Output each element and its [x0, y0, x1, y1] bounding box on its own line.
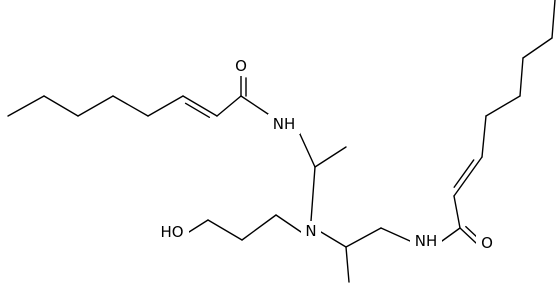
atom-nh-top-label: NH [273, 115, 296, 133]
atom-ho-left-label: HO [160, 223, 183, 241]
bond-25 [485, 95, 521, 117]
atom-labels: O NH N HO NH O [155, 56, 498, 253]
bond-22 [453, 195, 461, 229]
bond-3 [112, 95, 149, 117]
bond-13 [345, 246, 350, 283]
bond-double-0 [184, 102, 211, 119]
bond-14 [345, 227, 382, 248]
bond-15 [380, 227, 411, 242]
bond-5 [182, 95, 218, 117]
bond-0 [7, 95, 45, 117]
bond-12 [320, 231, 347, 248]
bond-23 [453, 156, 483, 197]
bond-10 [314, 146, 347, 168]
bond-1 [43, 95, 79, 117]
atom-nh-top: NH [268, 114, 300, 134]
bond-11 [310, 166, 316, 222]
bond-18 [207, 219, 243, 241]
bond-17 [241, 214, 277, 241]
bonds [7, 0, 556, 283]
bond-19 [188, 219, 209, 233]
bond-27 [522, 37, 553, 59]
bond-6 [216, 95, 242, 117]
bond-28 [551, 0, 556, 39]
atom-nh-bottom: NH [410, 231, 442, 251]
bond-8 [240, 95, 269, 115]
bond-16 [275, 214, 302, 233]
atom-o-bottom: O [476, 233, 498, 253]
bond-21 [459, 227, 477, 244]
atom-n-center: N [301, 221, 321, 241]
atom-o-top-label: O [235, 57, 247, 75]
bond-9 [298, 131, 316, 168]
atom-nh-bottom-label: NH [415, 232, 438, 250]
atom-o-bottom-label: O [481, 234, 493, 252]
bond-double-2 [465, 225, 478, 238]
bond-26 [519, 57, 524, 97]
bond-2 [77, 95, 114, 117]
atom-ho-left: HO [155, 222, 189, 242]
bond-4 [147, 95, 184, 117]
atom-o-top: O [230, 56, 252, 76]
bond-double-1 [453, 159, 475, 188]
bond-20 [441, 227, 461, 242]
atom-n-center-label: N [305, 222, 316, 240]
bond-24 [481, 115, 487, 158]
